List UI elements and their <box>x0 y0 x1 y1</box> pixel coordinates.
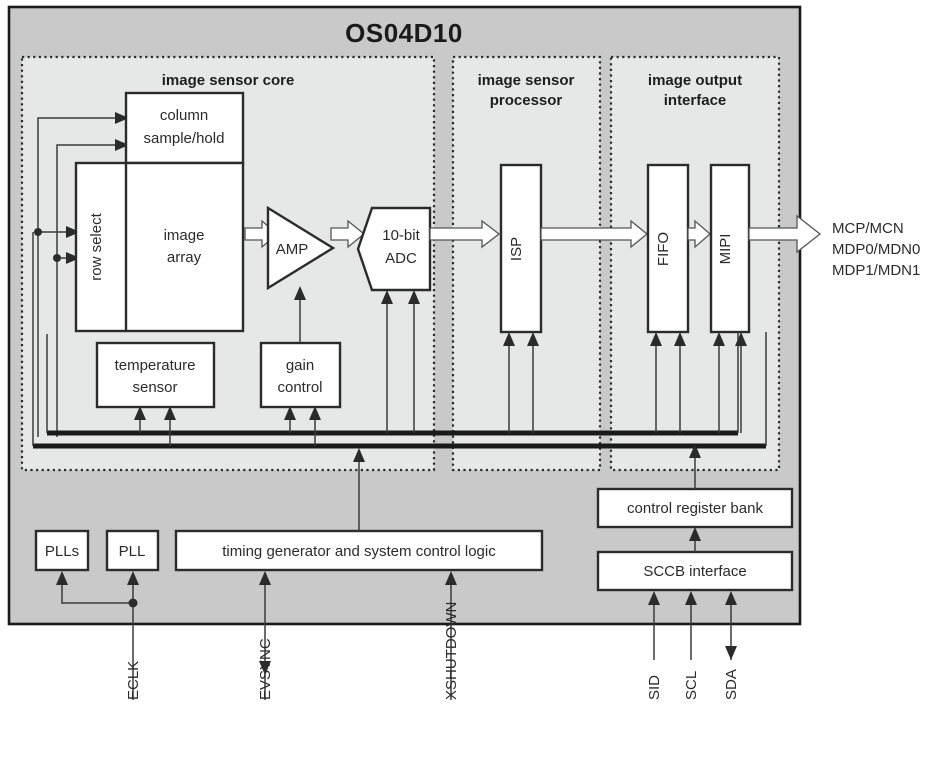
mipi-label: MIPI <box>717 234 734 265</box>
adc-label-2: ADC <box>385 250 417 267</box>
arrowhead-sid <box>648 591 660 605</box>
column-sample-hold-label-1: column <box>160 107 208 124</box>
feed-line-outer <box>37 117 115 437</box>
section-title-output-line2: interface <box>664 92 727 109</box>
arrowhead-eclk-to-plls <box>56 571 68 585</box>
fifo-label: FIFO <box>655 232 672 266</box>
dataflow-arrow-isp-to-fifo <box>540 219 649 249</box>
arrowhead-eclk-to-pll <box>127 571 139 585</box>
arrowhead-tap-gain-2 <box>309 406 321 420</box>
block-fifo[interactable] <box>646 163 690 334</box>
section-title-isp-line1: image sensor <box>478 72 575 89</box>
block-sccb-interface[interactable] <box>596 550 794 592</box>
arrowhead-tap-adc-2 <box>408 290 420 304</box>
arrowhead-tap-isp-1 <box>503 332 515 346</box>
block-isp[interactable] <box>499 163 543 334</box>
plls-label: PLLs <box>45 543 79 560</box>
block-temperature-sensor[interactable] <box>95 341 216 409</box>
block-plls[interactable] <box>34 529 90 572</box>
arrowhead-timing-to-bus <box>353 448 365 462</box>
arrowhead-sccb-to-crb <box>689 527 701 541</box>
gain-control-label-1: gain <box>286 357 314 374</box>
pin-label-xshutdown: XSHUTDOWN <box>443 602 460 700</box>
block-mipi[interactable] <box>709 163 751 334</box>
section-title-core: image sensor core <box>162 72 295 89</box>
arrowhead-tap-gain-1 <box>284 406 296 420</box>
arrowhead-xshutdown <box>445 571 457 585</box>
row-select-label: row select <box>88 212 105 280</box>
dataflow-arrow-amp-to-adc <box>330 219 366 249</box>
arrowhead-crb-to-bus <box>689 444 701 458</box>
block-column-sample-hold[interactable] <box>124 91 245 165</box>
isp-label: ISP <box>508 237 525 261</box>
amp-label: AMP <box>276 241 309 258</box>
arrowhead-evsync-down <box>259 661 271 675</box>
arrowhead-sda-down <box>725 646 737 660</box>
arrowhead-tap-temp-2 <box>164 406 176 420</box>
arrowhead-tap-fifo-1 <box>650 332 662 346</box>
block-control-register-bank[interactable] <box>596 487 794 529</box>
timing-generator-label: timing generator and system control logi… <box>222 543 496 560</box>
block-amp[interactable] <box>266 205 336 291</box>
arrowhead-scl <box>685 591 697 605</box>
output-label-mdp1-mdn1: MDP1/MDN1 <box>832 262 920 279</box>
page-title: OS04D10 <box>345 18 463 48</box>
junction-dot-eclk <box>128 598 138 608</box>
control-register-bank-label: control register bank <box>627 500 763 517</box>
section-title-output-line1: image output <box>648 72 742 89</box>
image-array-label-2: array <box>167 249 202 266</box>
arrowhead-tap-isp-2 <box>527 332 539 346</box>
pin-label-eclk: ECLK <box>125 661 142 700</box>
pin-label-sda: SDA <box>723 669 740 700</box>
arrowhead-tap-mipi-1 <box>713 332 725 346</box>
arrowhead-col-sh-2 <box>115 139 129 151</box>
line-eclk-to-plls <box>61 585 133 604</box>
output-label-mdp0-mdn0: MDP0/MDN0 <box>832 241 920 258</box>
arrowhead-tap-adc-1 <box>381 290 393 304</box>
arrowhead-tap-temp-1 <box>134 406 146 420</box>
arrowhead-sda-up <box>725 591 737 605</box>
pin-label-evsync: EVSYNC <box>257 638 274 700</box>
arrowhead-gain-to-amp <box>294 286 306 300</box>
gain-control-label-2: control <box>277 379 322 396</box>
block-gain-control[interactable] <box>259 341 342 409</box>
temperature-sensor-label-2: sensor <box>132 379 177 396</box>
adc-label-1: 10-bit <box>382 227 420 244</box>
column-sample-hold-label-2: sample/hold <box>144 130 225 147</box>
block-pll[interactable] <box>105 529 160 572</box>
feed-line-inner <box>56 144 115 437</box>
junction-dot-row-2 <box>53 254 61 262</box>
arrowhead-evsync-up <box>259 571 271 585</box>
section-title-isp-line2: processor <box>490 92 563 109</box>
image-array-label-1: image <box>164 227 205 244</box>
dataflow-arrow-fifo-to-mipi <box>687 219 711 249</box>
dataflow-arrow-mipi-output <box>748 214 822 254</box>
arrowhead-tap-fifo-2 <box>674 332 686 346</box>
pin-label-scl: SCL <box>683 671 700 700</box>
pin-label-sid: SID <box>646 675 663 700</box>
sccb-interface-label: SCCB interface <box>643 563 746 580</box>
arrowhead-row-select-1 <box>66 226 80 238</box>
control-tap-group <box>134 290 747 446</box>
section-image-output-interface <box>609 55 781 472</box>
arrowhead-col-sh-1 <box>115 112 129 124</box>
block-array-group <box>74 161 245 333</box>
arrowhead-row-select-2 <box>66 252 80 264</box>
temperature-sensor-label-1: temperature <box>115 357 196 374</box>
pll-label: PLL <box>119 543 146 560</box>
block-adc[interactable] <box>356 206 432 292</box>
output-label-mcp-mcn: MCP/MCN <box>832 220 904 237</box>
arrowhead-tap-mipi-2 <box>735 332 747 346</box>
junction-dot-row-1 <box>34 228 42 236</box>
dataflow-arrow-adc-to-isp <box>429 219 501 249</box>
